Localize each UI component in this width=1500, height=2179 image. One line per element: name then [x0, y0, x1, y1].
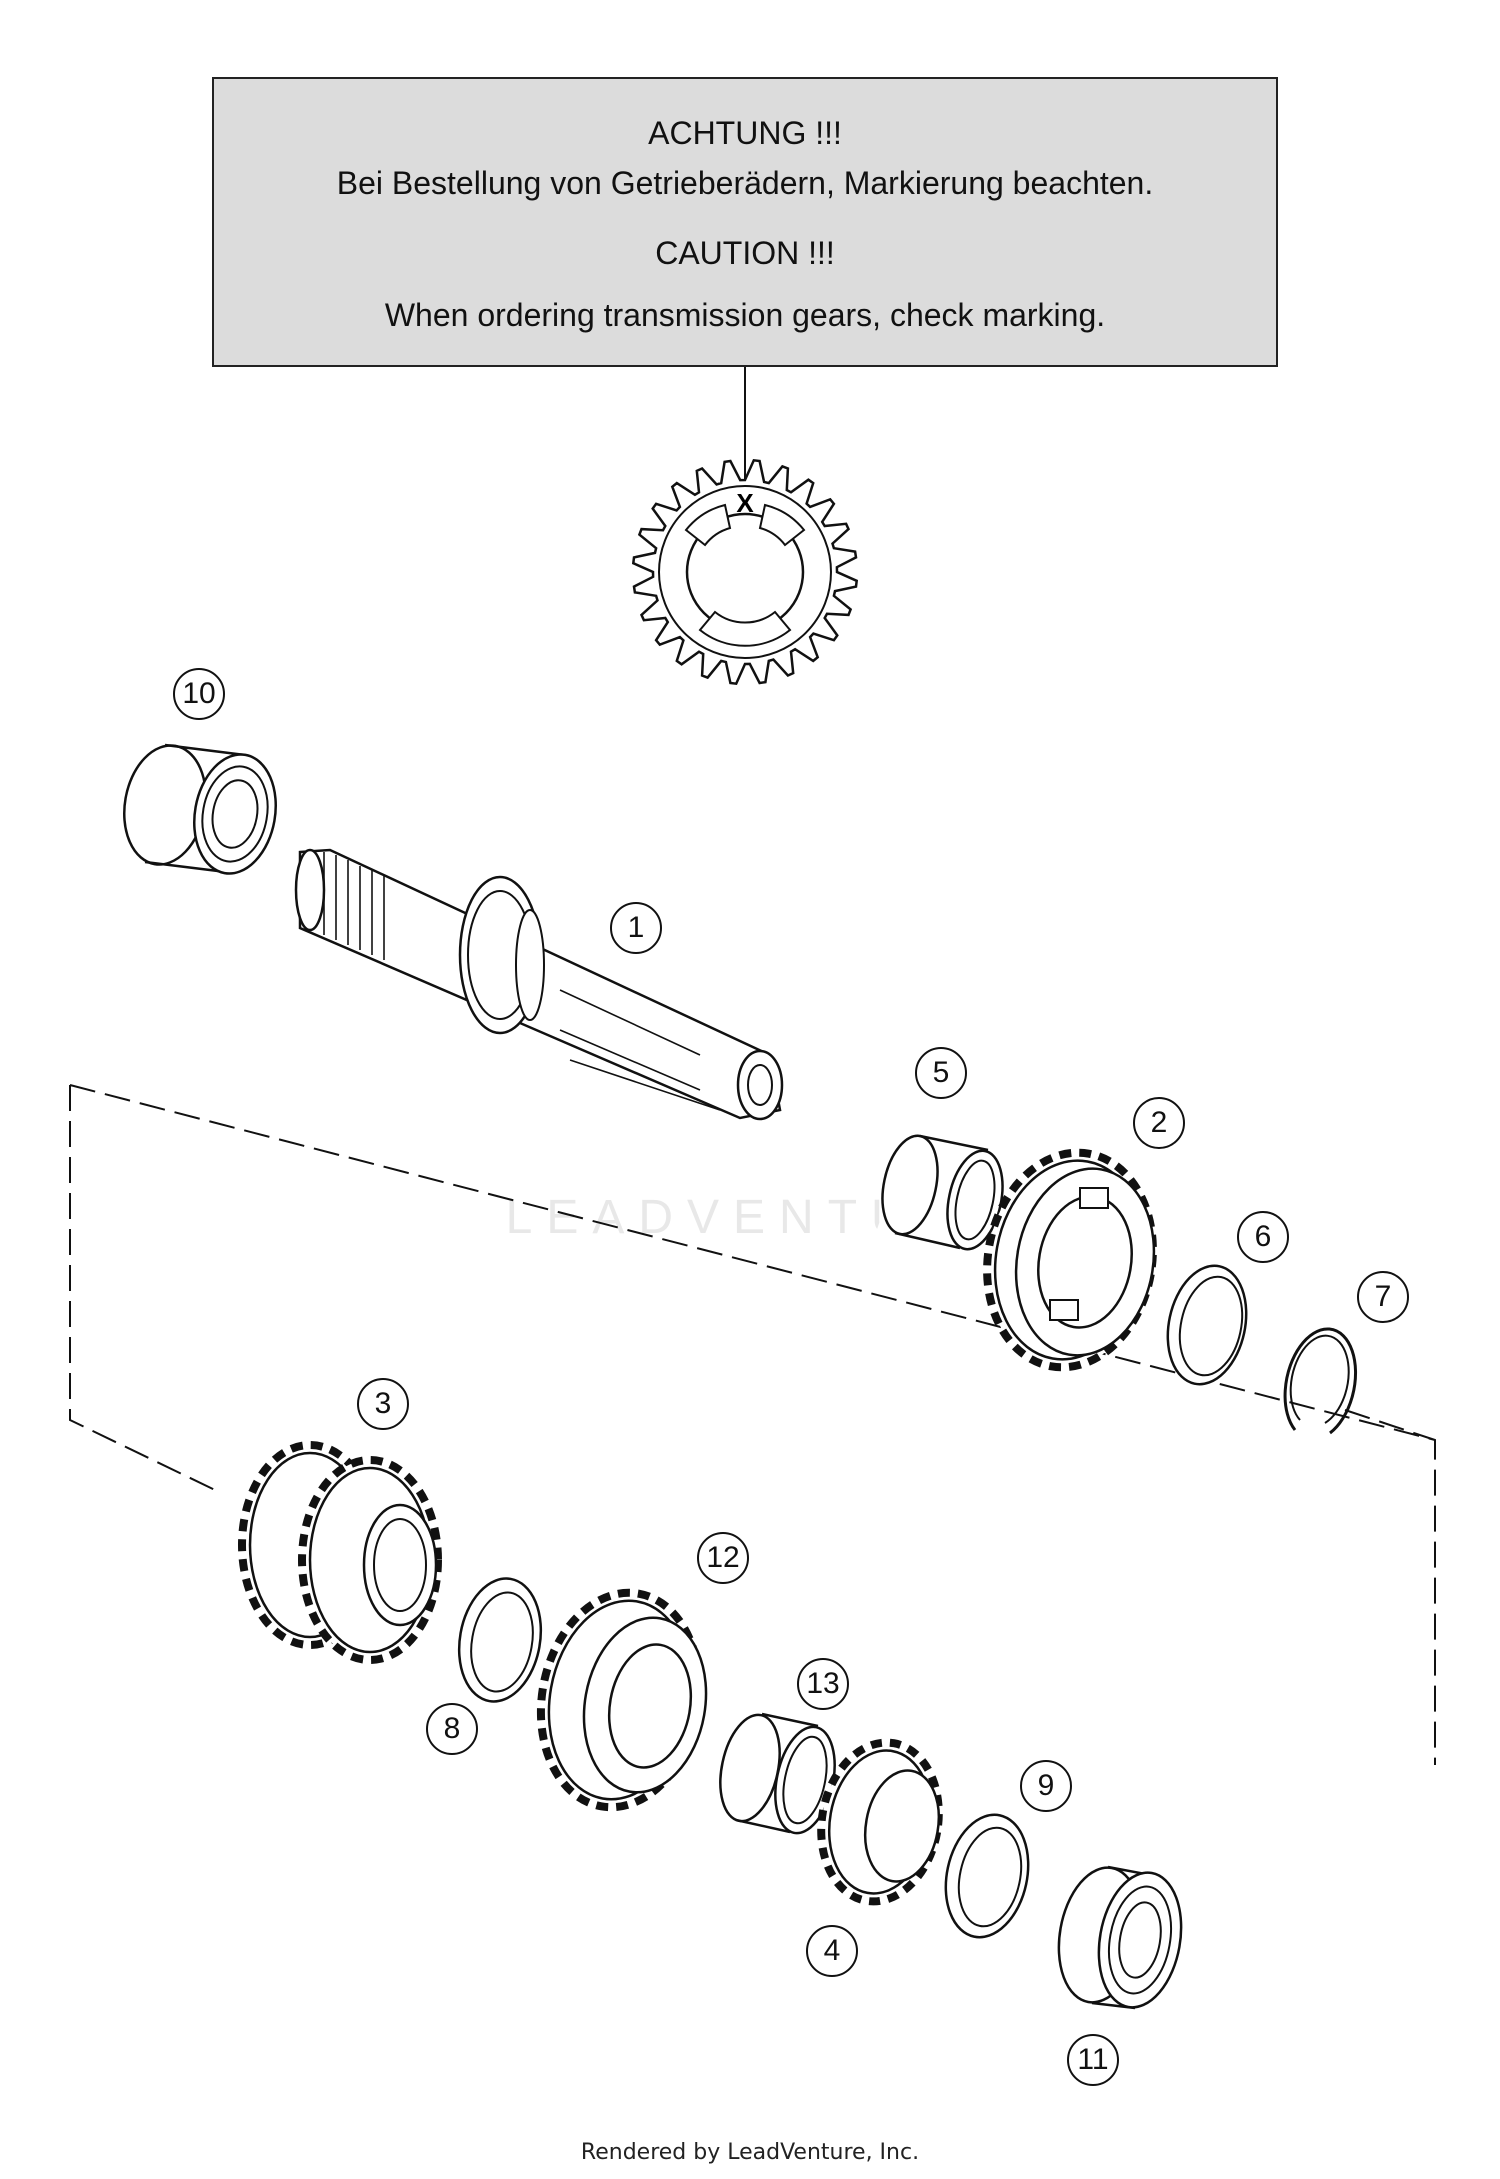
- callout-7[interactable]: 7: [1357, 1271, 1409, 1323]
- marking-x: X: [736, 488, 754, 518]
- caution-notice: ACHTUNG !!! Bei Bestellung von Getrieber…: [212, 77, 1278, 367]
- callout-12[interactable]: 12: [697, 1532, 749, 1584]
- part-12-gear: [536, 1588, 708, 1812]
- part-8-washer: [457, 1577, 543, 1703]
- part-7-circlip: [1283, 1327, 1358, 1435]
- callout-3[interactable]: 3: [357, 1378, 409, 1430]
- part-6-thrust-washer: [1166, 1264, 1248, 1386]
- footer-credit: Rendered by LeadVenture, Inc.: [580, 2140, 920, 2165]
- assembly-guide-line: [69, 1084, 1436, 1765]
- part-11-bearing: [1057, 1865, 1183, 2010]
- part-4-gear: [817, 1738, 943, 1906]
- part-2-gear: [983, 1148, 1157, 1372]
- callout-4[interactable]: 4: [806, 1925, 858, 1977]
- marked-gear-detail: X: [631, 458, 859, 686]
- callout-5[interactable]: 5: [915, 1047, 967, 1099]
- callout-13[interactable]: 13: [797, 1658, 849, 1710]
- part-1-main-shaft: [294, 848, 784, 1121]
- part-3-double-gear: [238, 1441, 442, 1664]
- notice-title-de: ACHTUNG !!!: [648, 115, 842, 151]
- callout-9[interactable]: 9: [1020, 1760, 1072, 1812]
- callout-6[interactable]: 6: [1237, 1211, 1289, 1263]
- notice-text-de: Bei Bestellung von Getrieberädern, Marki…: [336, 165, 1154, 201]
- part-5-bushing: [875, 1134, 1004, 1251]
- notice-text-en: When ordering transmission gears, check …: [384, 297, 1106, 333]
- notice-title-en: CAUTION !!!: [655, 235, 835, 271]
- part-9-washer: [944, 1813, 1030, 1939]
- callout-8[interactable]: 8: [426, 1703, 478, 1755]
- callout-2[interactable]: 2: [1133, 1097, 1185, 1149]
- callout-1[interactable]: 1: [610, 902, 662, 954]
- part-10-bearing: [123, 742, 277, 875]
- callout-11[interactable]: 11: [1067, 2034, 1119, 2086]
- callout-10[interactable]: 10: [173, 668, 225, 720]
